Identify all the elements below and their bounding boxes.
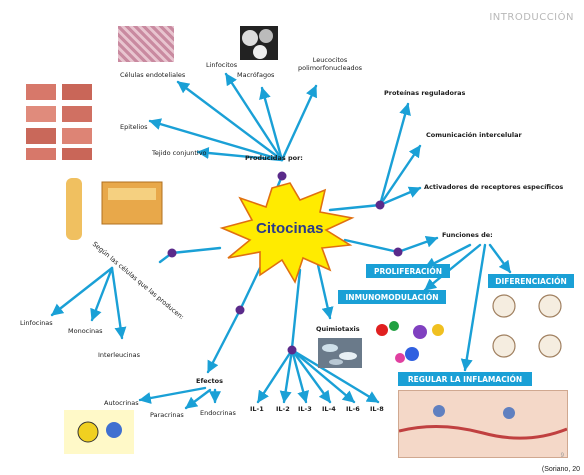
macrophage-cells-icon [242,29,273,59]
link-linfocinas [50,266,114,317]
link-comunicacion [378,144,422,207]
link-leucocitos [280,84,318,162]
label-producidas: Producidas por: [245,154,303,162]
link-center-segun [170,246,222,255]
link-il8 [290,348,380,404]
differentiating-cells-image [488,292,574,362]
label-il3: IL-3 [298,405,312,413]
node-producidas [277,171,287,181]
link-conjuntivo [196,147,284,162]
label-interleucinas: Interleucinas [98,351,141,359]
label-quimiotaxis: Quimiotaxis [316,325,360,333]
citation: (Soriano, 20 [541,466,580,473]
link-macrofagos [259,86,284,162]
link-il3 [290,348,309,404]
link-autocrinas [138,386,207,404]
label-macrofagos: Macrófagos [237,71,275,79]
label-linfocitos: Linfocitos [206,61,238,69]
link-linfocitos [224,72,284,162]
link-interleucinas [110,266,127,340]
link-il4 [290,348,332,404]
label-endocrinas: Endocrinas [200,409,236,417]
label-linfocinas: Linfocinas [20,319,53,327]
box-diferenciacion: DIFERENCIACIÓN [488,274,574,288]
label-il4: IL-4 [322,405,336,413]
node-funciones-top [375,200,385,210]
label-il2: IL-2 [276,405,290,413]
box-proliferacion: PROLIFERACIÓN [366,264,450,278]
link-center-quimiotaxis [316,263,334,320]
label-autocrinas: Autocrinas [104,399,139,407]
link-epitelios [148,118,284,162]
label-proteinas: Proteínas reguladoras [384,89,466,97]
bone-icon [66,178,163,240]
label-comunicacion: Comunicación intercelular [426,131,522,139]
label-endoteliales: Células endoteliales [120,71,186,79]
inflammation-diagram-image [398,390,568,458]
label-conjuntivo: Tejido conjuntivo [152,149,207,157]
slide-header: INTRODUCCIÓN [489,12,574,23]
link-il1 [256,348,294,404]
node-segun [167,248,177,258]
link-funciones [396,236,439,254]
link-center-efectos [238,266,262,312]
tissue-micrograph-image [118,26,174,62]
citocinas-star [219,182,355,284]
label-monocinas: Monocinas [68,327,103,335]
link-il2 [279,348,294,404]
link-center-funciones [343,238,400,254]
cells-icon [492,294,562,358]
inflammation-icon [399,405,567,440]
macrophage-micrograph-image [240,26,278,60]
link-endoteliales [176,80,284,162]
node-interleukins [287,345,297,355]
box-regular-inflamacion: REGULAR LA INFLAMACIÓN [398,372,532,386]
protein-icon [376,321,444,363]
link-efectos [206,308,242,374]
link-center-il [290,268,302,350]
link-regular [460,243,487,372]
label-il6: IL-6 [346,405,360,413]
label-efectos: Efectos [196,377,223,385]
node-efectos [235,305,245,315]
bacteria-icon [322,344,357,365]
box-inmunomodulacion: INMUNOMODULACIÓN [338,290,446,304]
link-inmunomodulacion [423,243,482,292]
label-il1: IL-1 [250,405,264,413]
label-paracrinas: Paracrinas [150,411,184,419]
link-il6 [290,348,356,404]
protein-structures-image [372,318,456,368]
link-diferenciacion [488,243,512,274]
page-number: 9 [560,453,564,459]
link-proteinas [378,102,411,207]
endocrine-diagram-image [64,410,134,454]
label-epitelios: Epitelios [120,123,148,131]
epithelium-diagram-image [24,82,94,162]
label-activadores: Activadores de receptores específicos [424,183,564,191]
label-il8: IL-8 [370,405,384,413]
link-monocinas [90,266,114,322]
bone-connective-image [58,172,178,242]
link-activadores [378,186,422,207]
link-center-upper-right [328,203,382,212]
epithelium-diagram-icon [26,84,92,160]
label-funciones: Funciones de: [442,231,493,239]
signaling-icon [77,421,122,443]
chemotaxis-micrograph-image [318,338,362,368]
center-title: Citocinas [256,220,324,237]
link-paracrinas [184,388,212,410]
node-funciones [393,247,403,257]
